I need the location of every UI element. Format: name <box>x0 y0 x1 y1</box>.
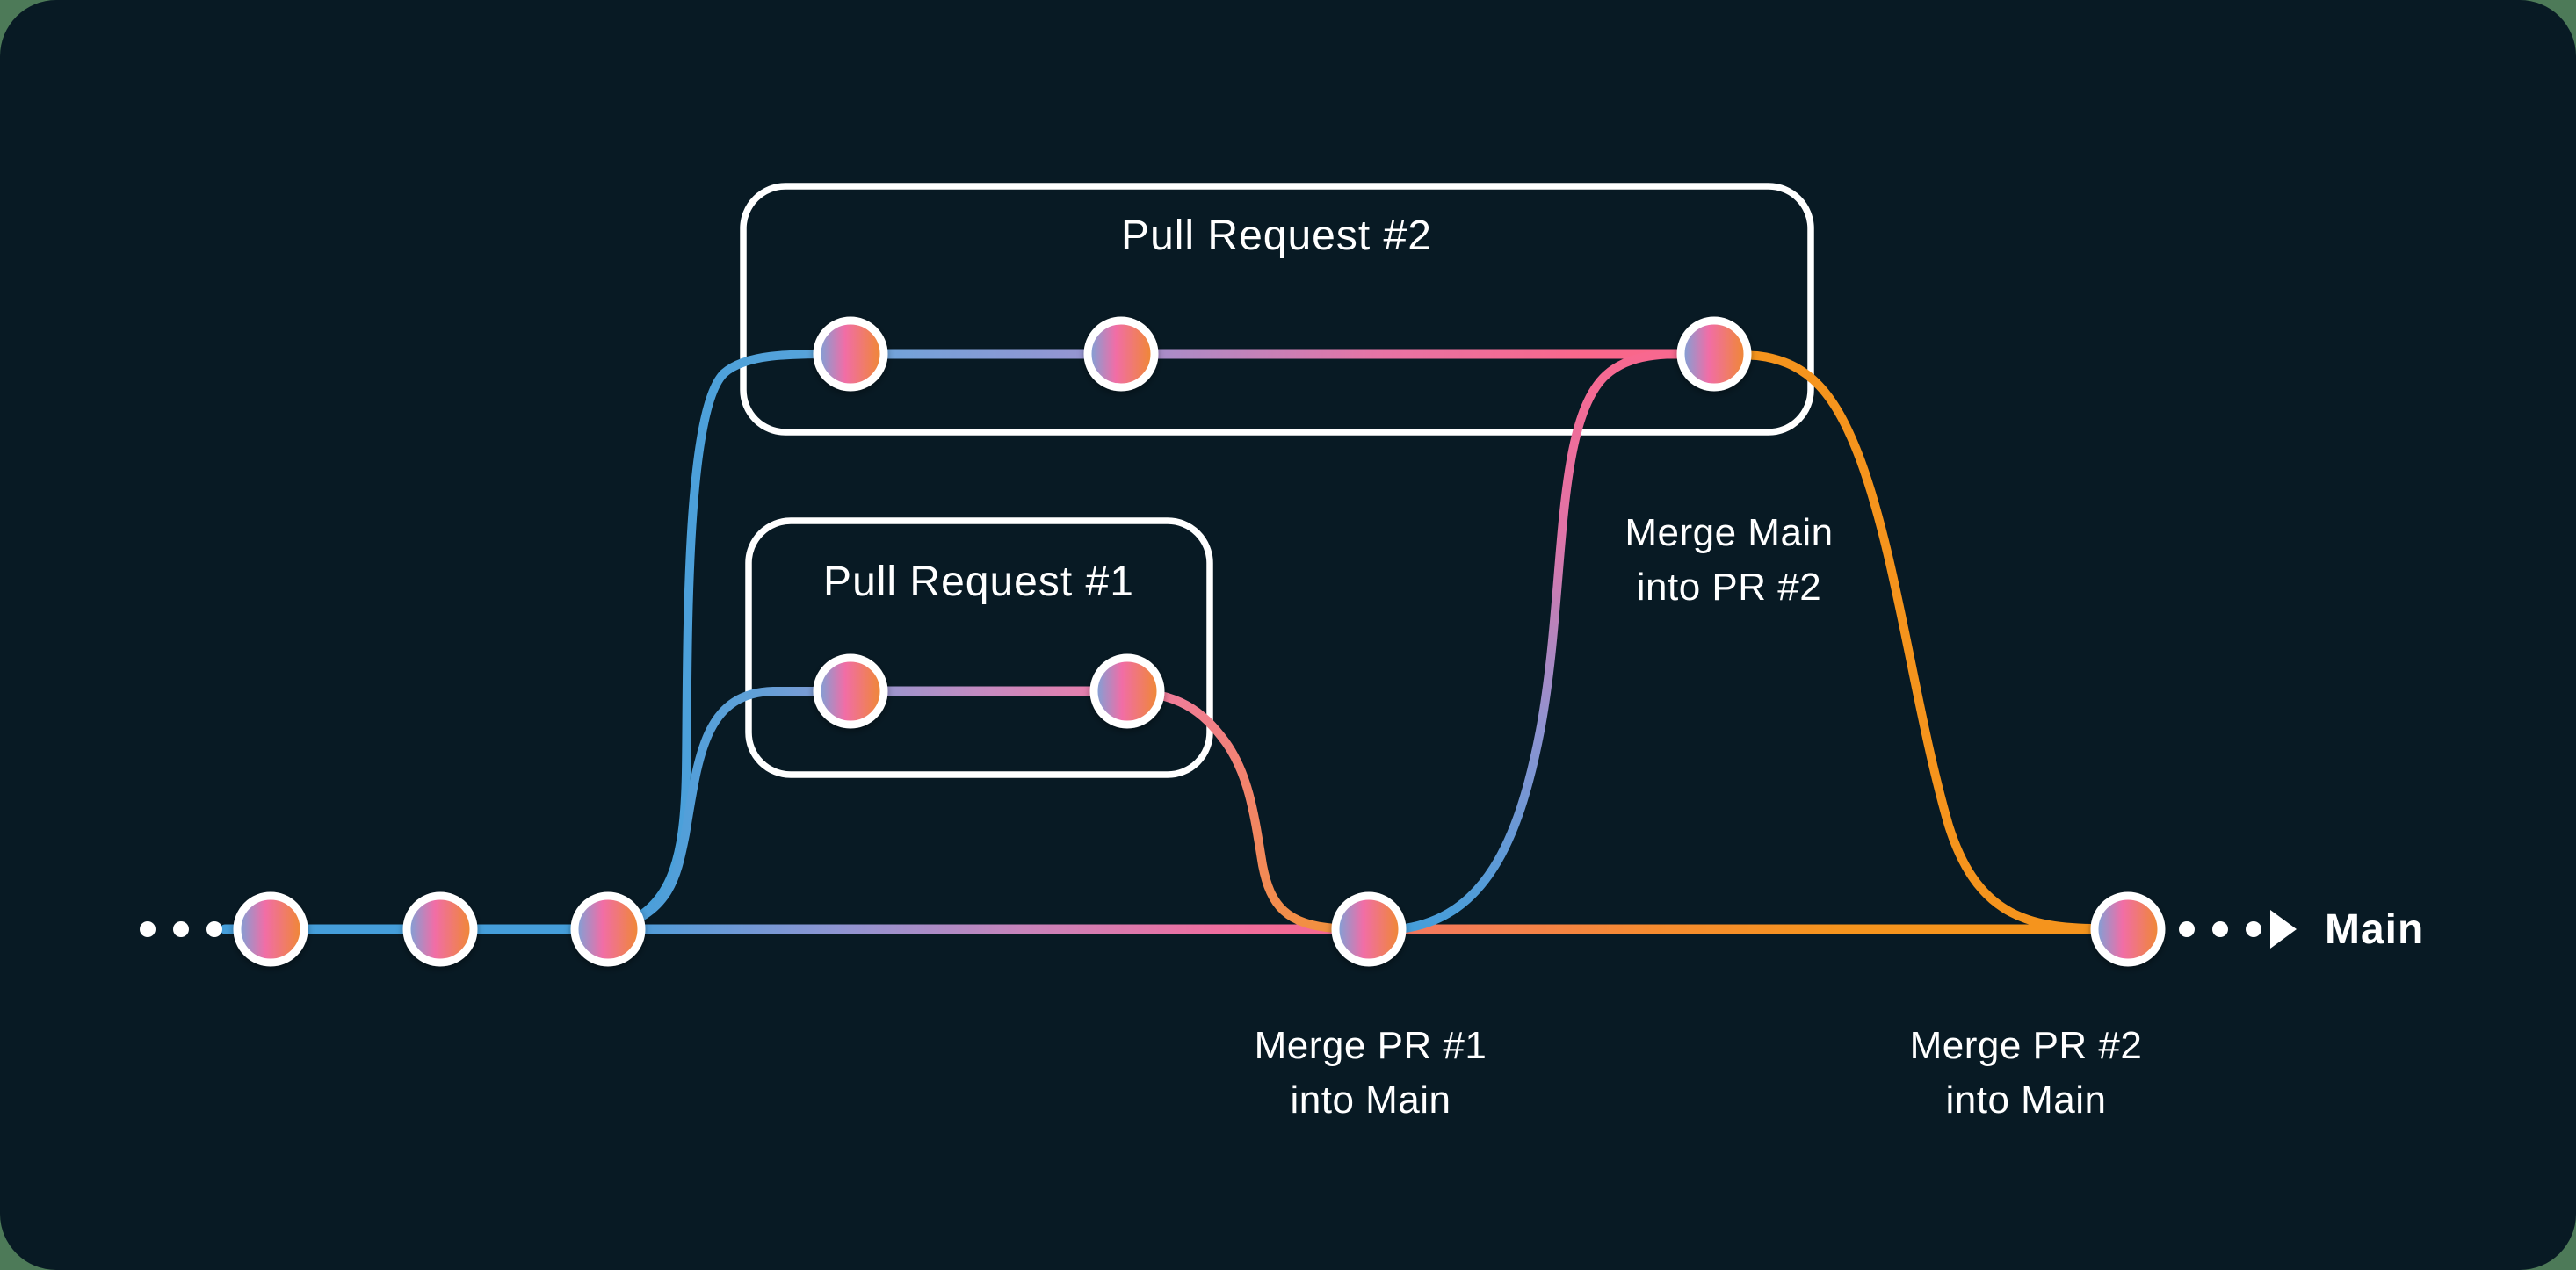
label-merge-pr1-into-main: Merge PR #1 into Main <box>1255 1024 1487 1122</box>
pull-request-2-box <box>740 183 1814 436</box>
label-line: into Main <box>1290 1079 1451 1122</box>
label-line: into Main <box>1945 1079 2106 1122</box>
commit-node-pr2-2 <box>1083 316 1159 392</box>
dash-dot <box>206 921 222 937</box>
merge-curve-pr1-into-main <box>1123 687 1373 933</box>
pull-request-2-title: Pull Request #2 <box>1121 213 1432 259</box>
main-arrowhead-icon <box>2270 910 2297 949</box>
commit-node-main-1 <box>233 891 308 967</box>
commit-node-merge-pr1-into-main <box>1331 891 1407 967</box>
dash-dot <box>2246 921 2261 937</box>
commit-node-pr1-2 <box>1089 653 1165 729</box>
dash-dot <box>2212 921 2228 937</box>
dash-dot <box>140 921 156 937</box>
label-line: Merge PR #2 <box>1910 1024 2143 1067</box>
pull-request-1-title: Pull Request #1 <box>823 559 1134 605</box>
label-merge-main-into-pr2: Merge Main into PR #2 <box>1624 511 1833 609</box>
label-line: Merge Main <box>1624 511 1833 554</box>
commit-nodes <box>233 316 2166 967</box>
branch-curve-to-pr1 <box>604 687 855 934</box>
commit-node-pr1-1 <box>813 653 888 729</box>
merge-curve-pr2-into-main <box>1710 350 2132 933</box>
label-line: Merge PR #1 <box>1255 1024 1487 1067</box>
dash-dot <box>173 921 189 937</box>
main-branch-label: Main <box>2325 906 2424 953</box>
commit-node-merge-main-into-pr2 <box>1676 316 1752 392</box>
commit-node-merge-pr2-into-main <box>2090 891 2166 967</box>
merge-curve-main-into-pr2 <box>1364 349 1719 933</box>
pull-request-1-box <box>745 517 1213 778</box>
commit-node-main-2 <box>402 891 478 967</box>
label-merge-pr2-into-main: Merge PR #2 into Main <box>1910 1024 2143 1122</box>
main-line-right-dashes <box>2179 910 2297 949</box>
main-line-left-dashes <box>140 921 222 937</box>
label-line: into PR #2 <box>1637 566 1821 609</box>
commit-node-main-3 <box>570 891 646 967</box>
dash-dot <box>2179 921 2195 937</box>
commit-node-pr2-1 <box>813 316 888 392</box>
